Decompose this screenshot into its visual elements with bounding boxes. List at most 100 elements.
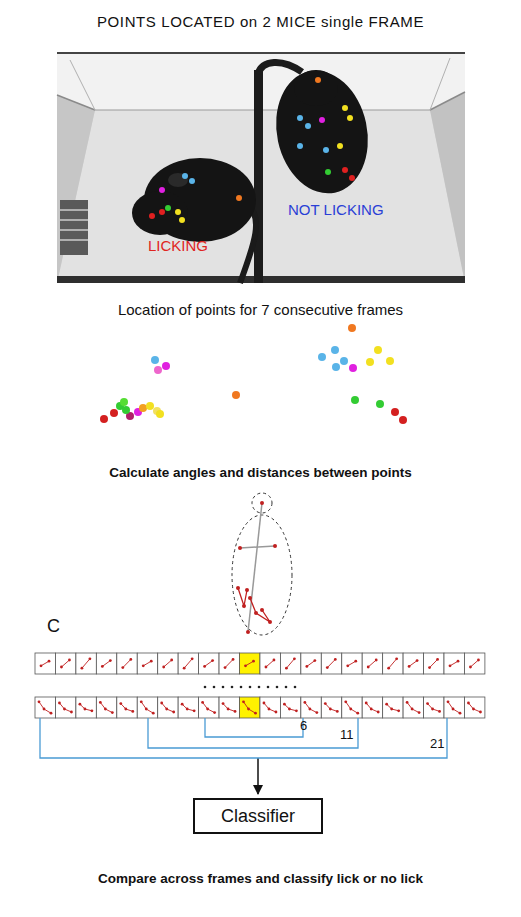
frame-cell xyxy=(444,653,464,674)
frame-cell xyxy=(424,697,444,718)
pose-segment xyxy=(305,702,317,712)
frame-box xyxy=(444,697,464,718)
tracked-point xyxy=(319,117,325,123)
skeleton-point xyxy=(248,596,252,600)
pose-point xyxy=(227,708,230,711)
scatter-point xyxy=(391,408,399,416)
pose-segment xyxy=(307,661,315,667)
frame-cell xyxy=(444,697,464,718)
ellipsis-dot xyxy=(204,686,207,689)
pose-point xyxy=(303,701,306,704)
pose-point xyxy=(186,708,189,711)
pose-segment xyxy=(162,703,174,712)
pose-point xyxy=(370,708,373,711)
ellipsis-dot xyxy=(276,686,279,689)
pose-point xyxy=(206,708,209,711)
pose-segment xyxy=(470,660,478,667)
pose-segment xyxy=(428,704,440,712)
frame-box xyxy=(55,653,75,674)
scatter-point xyxy=(332,363,340,371)
tracked-point xyxy=(175,209,181,215)
figure-caption: Compare across frames and classify lick … xyxy=(0,871,521,887)
pose-point xyxy=(479,711,482,714)
pose-point xyxy=(449,664,452,667)
vent-slot xyxy=(60,239,88,241)
mouse-head xyxy=(294,70,338,106)
pose-point xyxy=(104,708,107,711)
pose-point xyxy=(79,703,82,706)
pose-point xyxy=(387,667,390,670)
pose-point xyxy=(43,708,46,711)
pose-point xyxy=(273,659,276,662)
pose-point xyxy=(111,711,114,714)
ellipsis-dot xyxy=(213,686,216,689)
frame-box xyxy=(117,697,137,718)
pose-segment xyxy=(286,659,294,668)
frame-box xyxy=(137,653,157,674)
frame-cell xyxy=(424,653,444,674)
skeleton-point xyxy=(238,546,242,550)
skeleton-point xyxy=(260,501,264,505)
pose-point xyxy=(181,703,184,706)
pose-point xyxy=(308,708,311,711)
cage-right-wall xyxy=(430,92,465,283)
pose-point xyxy=(140,700,143,703)
frame-cell xyxy=(464,653,484,674)
state-label: NOT LICKING xyxy=(288,201,384,218)
pose-point xyxy=(395,657,398,660)
frame-box xyxy=(35,697,55,718)
frame-cell xyxy=(280,697,300,718)
mouse-skeleton xyxy=(232,493,292,635)
pose-point xyxy=(63,708,66,711)
frame-point-scatter xyxy=(100,324,407,424)
skeleton-point xyxy=(245,588,249,592)
pose-segment xyxy=(102,661,110,667)
tracked-point xyxy=(323,147,329,153)
tracked-point xyxy=(349,175,355,181)
pose-point xyxy=(70,711,73,714)
pose-point xyxy=(436,658,439,661)
tracked-point xyxy=(325,169,331,175)
ellipsis-dot xyxy=(258,686,261,689)
frame-box xyxy=(424,653,444,674)
frame-cell xyxy=(199,697,219,718)
pose-segment xyxy=(182,704,194,711)
frame-cell xyxy=(117,653,137,674)
frame-cell xyxy=(199,653,219,674)
pose-point xyxy=(336,710,339,713)
vent-slot xyxy=(60,209,88,211)
tracked-point xyxy=(337,143,343,149)
tracked-point xyxy=(159,187,165,193)
pose-segment xyxy=(430,659,438,667)
pose-point xyxy=(275,711,278,714)
pose-point xyxy=(109,659,112,662)
pose-segment xyxy=(468,703,480,712)
pose-point xyxy=(152,712,155,715)
tracked-point xyxy=(159,209,165,215)
pose-segment xyxy=(121,704,133,712)
cage-edge xyxy=(430,92,465,110)
frame-cell xyxy=(301,697,321,718)
pose-point xyxy=(160,702,163,705)
pose-point xyxy=(385,703,388,706)
frame-box xyxy=(260,697,280,718)
cage-vent xyxy=(60,200,88,255)
frame-cell xyxy=(301,653,321,674)
pose-point xyxy=(38,700,41,703)
frame-box xyxy=(96,697,116,718)
frame-box xyxy=(199,697,219,718)
pose-segment xyxy=(80,704,92,711)
step-label: Location of points for 7 consecutive fra… xyxy=(0,301,521,318)
frame-box xyxy=(342,653,362,674)
window-size: 11 xyxy=(340,728,354,743)
pose-point xyxy=(170,659,173,662)
frame-box xyxy=(280,697,300,718)
frame-cell xyxy=(76,653,96,674)
frame-box xyxy=(321,653,341,674)
scatter-point xyxy=(376,400,384,408)
pose-point xyxy=(431,708,434,711)
window-size: 6 xyxy=(300,719,307,734)
pose-segment xyxy=(59,703,71,712)
pose-point xyxy=(99,701,102,704)
mouse-photo xyxy=(57,52,465,283)
